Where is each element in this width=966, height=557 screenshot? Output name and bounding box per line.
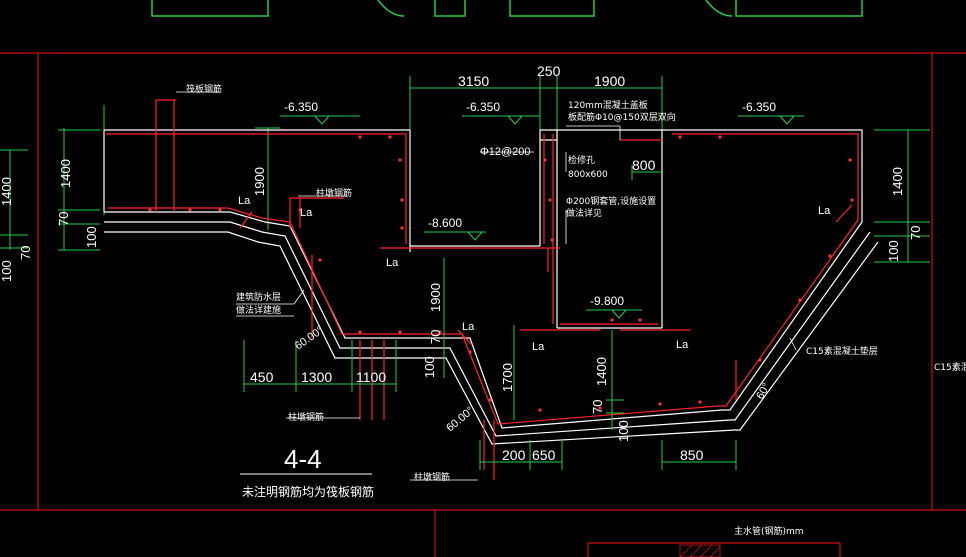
dim-bottom-1100: 1100 <box>356 369 386 385</box>
elevation-sump: -9.800 <box>590 294 624 308</box>
note-c15: C15素混凝土垫层 <box>806 345 878 357</box>
note-hole-1: 检修孔 <box>568 154 595 166</box>
section-note: 未注明钢筋均为筏板钢筋 <box>242 484 374 499</box>
dim-pit-800: 800 <box>632 157 656 173</box>
dim-center-100b: 100 <box>616 420 631 442</box>
note-column-rebar-2: 柱墩钢筋 <box>288 411 324 423</box>
elevation-markers <box>280 115 804 319</box>
dim-center-70: 70 <box>428 330 443 344</box>
la-label-3: La <box>386 257 399 269</box>
dim-left-outer-1400: 1400 <box>0 177 14 206</box>
note-pipe-1: Φ200钢套管,设施设置 <box>566 195 656 207</box>
drawing-frame <box>0 52 966 557</box>
dim-bottom-450: 450 <box>250 369 274 385</box>
top-dim-lines <box>409 76 663 132</box>
dim-bottom-200: 200 <box>502 447 526 463</box>
angle-left: 60.00° <box>293 324 326 352</box>
rebar-spec: Φ12@200 <box>480 146 531 158</box>
dim-left-70: 70 <box>56 212 71 226</box>
dim-top-250: 250 <box>537 63 561 79</box>
elevation-left: -6.350 <box>284 100 318 114</box>
dim-center-1900: 1900 <box>428 283 443 312</box>
dim-bottom-1300: 1300 <box>301 369 332 385</box>
dim-right-100: 100 <box>886 240 901 262</box>
dim-left-outer-100: 100 <box>0 260 14 282</box>
la-label-5: La <box>532 341 545 353</box>
dim-center-100: 100 <box>422 356 437 378</box>
dim-top-3150: 3150 <box>458 73 489 89</box>
dim-bottom-650: 650 <box>532 447 556 463</box>
elevation-center: -6.350 <box>466 100 500 114</box>
dim-left-1900: 1900 <box>252 167 267 196</box>
top-frame-fragments <box>151 0 863 17</box>
dim-center-1400: 1400 <box>594 357 609 386</box>
dim-center-1700: 1700 <box>500 363 515 392</box>
note-waterproof-2: 做法详建施 <box>236 304 281 316</box>
la-label-7: La <box>818 205 831 217</box>
la-label-4: La <box>462 321 475 333</box>
dim-right-70: 70 <box>908 226 923 240</box>
rebar-dots <box>148 135 854 412</box>
note-pipe-2: 做法详见 <box>566 207 602 219</box>
note-c15-edge: C15素混 <box>934 361 966 373</box>
dim-top-1900: 1900 <box>594 73 625 89</box>
left-outer-dims <box>0 149 28 250</box>
dim-center-70b: 70 <box>590 400 605 414</box>
note-column-rebar-1: 柱墩钢筋 <box>316 187 352 199</box>
note-column-rebar-3: 柱墩钢筋 <box>414 471 450 483</box>
note-cover-2: 板配筋Φ10@150双层双向 <box>568 111 676 123</box>
leader-lines <box>176 91 797 481</box>
right-vertical-dim-lines <box>874 129 930 263</box>
rebar-lines <box>106 99 859 480</box>
dim-bottom-850: 850 <box>680 447 704 463</box>
angle-right: 60° <box>754 381 773 401</box>
angle-center: 60.00° <box>444 405 476 435</box>
note-table-header: 主水管(钢筋)mm <box>734 525 804 537</box>
note-hole-2: 800x600 <box>568 170 608 180</box>
table-hatch <box>679 544 721 557</box>
la-label-2: La <box>300 207 313 219</box>
note-cover-1: 120mm混凝土盖板 <box>568 99 648 111</box>
note-waterproof-1: 建筑防水层 <box>236 291 281 303</box>
dim-left-1400: 1400 <box>58 159 73 188</box>
note-raft-rebar: 筏板钢筋 <box>186 83 222 95</box>
section-title: 4-4 <box>284 444 322 474</box>
dim-left-outer-70: 70 <box>18 246 33 260</box>
elevation-pit: -8.600 <box>428 216 462 230</box>
la-label-6: La <box>676 339 689 351</box>
elevation-right: -6.350 <box>742 100 776 114</box>
la-label-1: La <box>238 195 251 207</box>
slab-outline <box>103 129 879 445</box>
bottom-dim-lines <box>243 165 737 470</box>
dim-left-100: 100 <box>84 226 99 248</box>
dim-right-1400: 1400 <box>890 167 905 196</box>
